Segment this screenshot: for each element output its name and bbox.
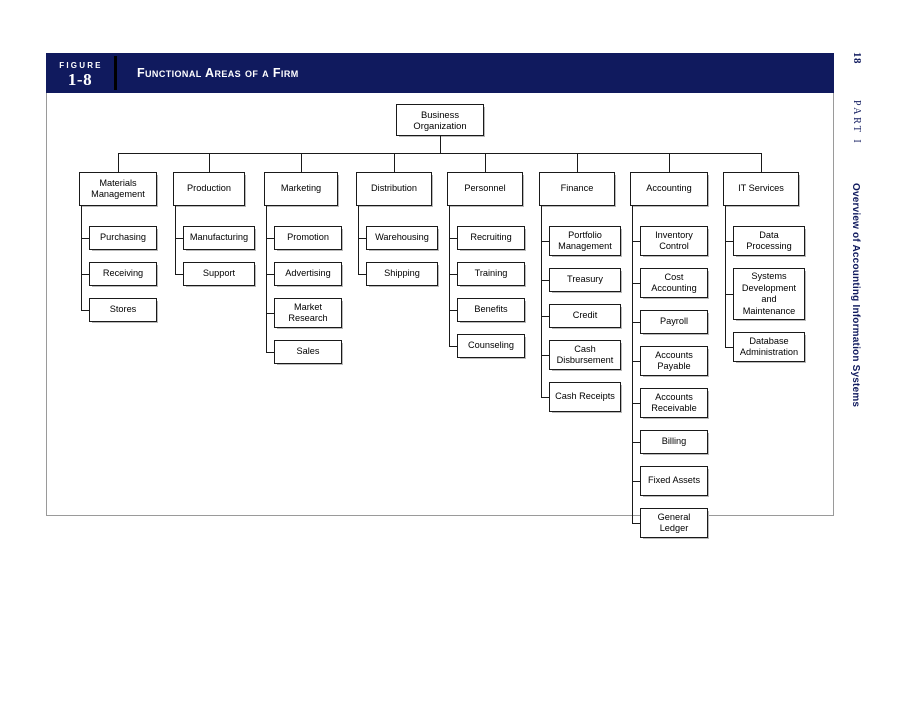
figure-number: 1-8: [67, 69, 93, 89]
connector-receiving: [81, 274, 89, 275]
node-benefits: Benefits: [457, 298, 525, 322]
node-market-research: Market Research: [274, 298, 342, 328]
connector-drop-it-services: [761, 153, 762, 172]
connector-drop-accounting: [669, 153, 670, 172]
node-promotion: Promotion: [274, 226, 342, 250]
node-stores: Stores: [89, 298, 157, 322]
connector-spine-it-services: [725, 206, 726, 347]
node-warehousing: Warehousing: [366, 226, 438, 250]
connector-purchasing: [81, 238, 89, 239]
connector-inventory-control: [632, 241, 640, 242]
connector-billing: [632, 442, 640, 443]
node-fixed-assets: Fixed Assets: [640, 466, 708, 496]
connector-recruiting: [449, 238, 457, 239]
connector-support: [175, 274, 183, 275]
connector-treasury: [541, 280, 549, 281]
connector-systems-development-and-maintenance: [725, 294, 733, 295]
page-number: 18: [851, 52, 863, 64]
node-advertising: Advertising: [274, 262, 342, 286]
connector-data-processing: [725, 241, 733, 242]
connector-spine-finance: [541, 206, 542, 397]
node-finance: Finance: [539, 172, 615, 206]
connector-sales: [266, 352, 274, 353]
connector-manufacturing: [175, 238, 183, 239]
node-purchasing: Purchasing: [89, 226, 157, 250]
connector-portfolio-management: [541, 241, 549, 242]
node-payroll: Payroll: [640, 310, 708, 334]
node-receiving: Receiving: [89, 262, 157, 286]
node-root: Business Organization: [396, 104, 484, 136]
figure-badge: FIGURE 1-8: [46, 53, 114, 93]
figure-title: Functional Areas of a Firm: [137, 66, 299, 80]
connector-fixed-assets: [632, 481, 640, 482]
node-support: Support: [183, 262, 255, 286]
connector-spine-marketing: [266, 206, 267, 352]
node-portfolio-management: Portfolio Management: [549, 226, 621, 256]
connector-cash-disbursement: [541, 355, 549, 356]
connector-spine-production: [175, 206, 176, 274]
node-sales: Sales: [274, 340, 342, 364]
connector-cash-receipts: [541, 397, 549, 398]
connector-bus: [118, 153, 761, 154]
part-label: PART I: [851, 100, 862, 146]
node-materials-management: Materials Management: [79, 172, 157, 206]
node-accounts-receivable: Accounts Receivable: [640, 388, 708, 418]
connector-promotion: [266, 238, 274, 239]
node-systems-development-and-maintenance: Systems Development and Maintenance: [733, 268, 805, 320]
connector-payroll: [632, 322, 640, 323]
node-general-ledger: General Ledger: [640, 508, 708, 538]
node-accounting: Accounting: [630, 172, 708, 206]
node-it-services: IT Services: [723, 172, 799, 206]
node-cost-accounting: Cost Accounting: [640, 268, 708, 298]
connector-cost-accounting: [632, 283, 640, 284]
header-divider: [114, 56, 117, 90]
connector-database-administration: [725, 347, 733, 348]
connector-spine-accounting: [632, 206, 633, 523]
node-accounts-payable: Accounts Payable: [640, 346, 708, 376]
node-production: Production: [173, 172, 245, 206]
node-credit: Credit: [549, 304, 621, 328]
connector-drop-production: [209, 153, 210, 172]
connector-spine-materials-management: [81, 206, 82, 310]
node-cash-receipts: Cash Receipts: [549, 382, 621, 412]
node-manufacturing: Manufacturing: [183, 226, 255, 250]
connector-accounts-payable: [632, 361, 640, 362]
node-counseling: Counseling: [457, 334, 525, 358]
node-database-administration: Database Administration: [733, 332, 805, 362]
connector-benefits: [449, 310, 457, 311]
node-billing: Billing: [640, 430, 708, 454]
connector-drop-distribution: [394, 153, 395, 172]
connector-credit: [541, 316, 549, 317]
connector-training: [449, 274, 457, 275]
connector-accounts-receivable: [632, 403, 640, 404]
connector-root-stem: [440, 136, 441, 153]
connector-advertising: [266, 274, 274, 275]
connector-spine-distribution: [358, 206, 359, 274]
node-data-processing: Data Processing: [733, 226, 805, 256]
figure-label: FIGURE: [59, 60, 103, 70]
node-training: Training: [457, 262, 525, 286]
connector-stores: [81, 310, 89, 311]
connector-drop-finance: [577, 153, 578, 172]
connector-shipping: [358, 274, 366, 275]
connector-market-research: [266, 313, 274, 314]
running-head: Overview of Accounting Information Syste…: [850, 183, 861, 408]
node-inventory-control: Inventory Control: [640, 226, 708, 256]
node-treasury: Treasury: [549, 268, 621, 292]
connector-general-ledger: [632, 523, 640, 524]
connector-warehousing: [358, 238, 366, 239]
node-shipping: Shipping: [366, 262, 438, 286]
node-personnel: Personnel: [447, 172, 523, 206]
connector-drop-personnel: [485, 153, 486, 172]
connector-drop-marketing: [301, 153, 302, 172]
node-marketing: Marketing: [264, 172, 338, 206]
node-cash-disbursement: Cash Disbursement: [549, 340, 621, 370]
node-distribution: Distribution: [356, 172, 432, 206]
node-recruiting: Recruiting: [457, 226, 525, 250]
figure-header-bar: FIGURE 1-8 Functional Areas of a Firm: [46, 53, 834, 93]
connector-drop-materials-management: [118, 153, 119, 172]
connector-spine-personnel: [449, 206, 450, 346]
connector-counseling: [449, 346, 457, 347]
